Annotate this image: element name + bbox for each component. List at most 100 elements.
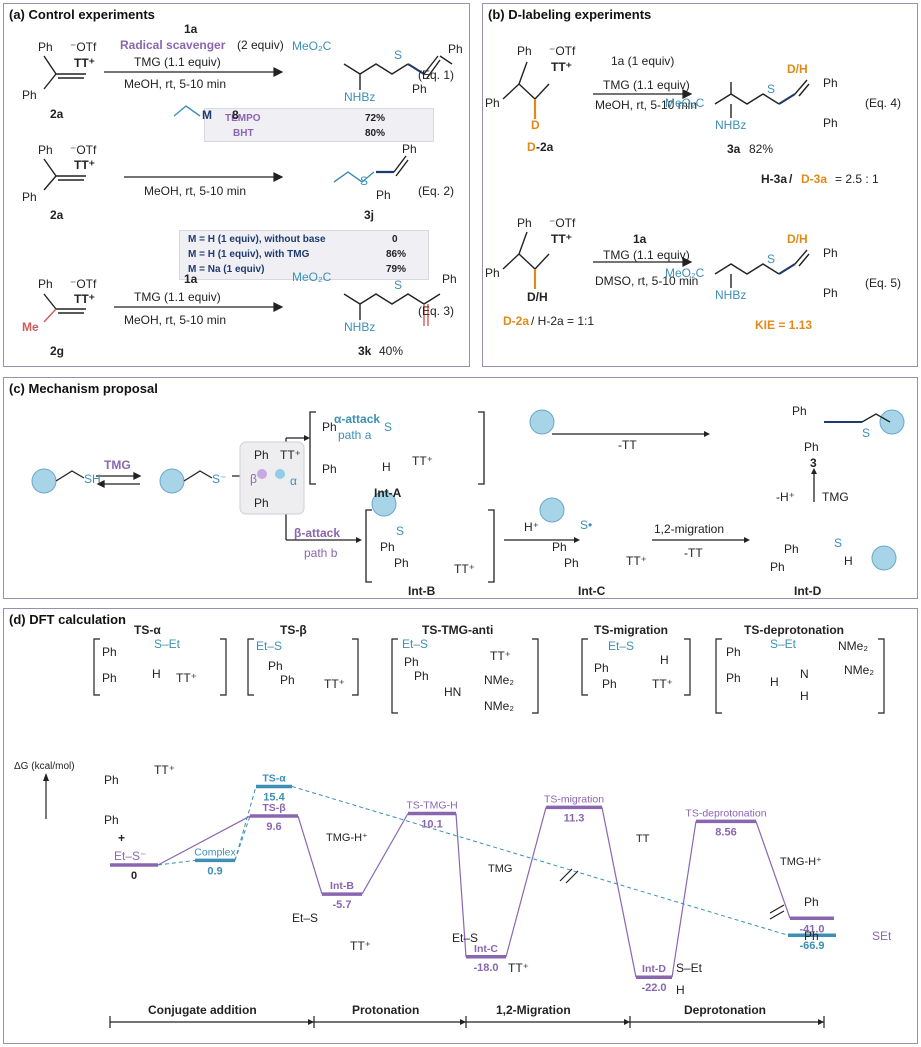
int-d-struct-set: S–Et	[676, 961, 703, 975]
ts-tmg-ets: Et–S	[402, 637, 429, 651]
mech-tmg-deprot: TMG	[822, 490, 849, 504]
int-d-struct-h: H	[676, 983, 685, 997]
int-b-struct-tt: TT⁺	[350, 939, 371, 953]
eq1-reagent-top: 1a	[184, 22, 198, 36]
panel-control-experiments: (a) Control experiments	[3, 3, 470, 367]
panel-c-graphics	[31, 409, 905, 583]
eq4-product-ph1: Ph	[823, 76, 838, 90]
prod3-ph1: Ph	[792, 404, 807, 418]
mech-beta-attack: β-attack	[294, 526, 341, 540]
int-a-ph2: Ph	[322, 462, 337, 476]
mech-minus-hplus: -H⁺	[776, 490, 795, 504]
energy-level-name: Int-D	[642, 963, 666, 975]
eq1-table-value: 72%	[365, 113, 386, 124]
energy-path-segment	[157, 815, 251, 866]
panel-b-structures	[502, 61, 810, 289]
energy-level-name: TS-α	[262, 772, 286, 784]
energy-alpha-connector	[157, 859, 196, 866]
ts-migration-label: TS-migration	[594, 623, 668, 637]
ts-beta-label: TS-β	[280, 623, 307, 637]
eq5-product-meo2c: MeO₂C	[665, 266, 705, 280]
mech-path-a: path a	[338, 428, 372, 442]
eq3-sm-tt: TT⁺	[74, 292, 95, 306]
eq1-cond1: TMG (1.1 equiv)	[134, 55, 221, 69]
stage-label: Deprotonation	[684, 1003, 766, 1017]
eq4-cond1: TMG (1.1 equiv)	[603, 78, 690, 92]
eq1-product-ph2: Ph	[412, 82, 427, 96]
eq4-product-s: S	[767, 82, 776, 96]
eq5-ratio-rest: / H-2a = 1:1	[531, 314, 595, 328]
energy-level-value: -18.0	[473, 962, 498, 974]
panel-a-title: (a) Control experiments	[9, 7, 155, 22]
int-c-s: S•	[580, 518, 593, 532]
ts-mig-ph2: Ph	[602, 677, 617, 691]
eq3-sm-otf: ⁻OTf	[70, 277, 97, 291]
eq1-scavenger-amount: (2 equiv)	[237, 38, 284, 52]
int-a-tt: TT⁺	[412, 454, 433, 468]
ts-deprotonation-label: TS-deprotonation	[744, 623, 844, 637]
eq5-product-ph2: Ph	[823, 286, 838, 300]
eq5-sm-otf: ⁻OTf	[549, 216, 576, 230]
int-a-s: S	[384, 420, 393, 434]
eq2-table-value: 86%	[386, 249, 407, 260]
eq4-ratio-h: H-3a	[761, 172, 788, 186]
eq5-cond1: TMG (1.1 equiv)	[603, 248, 690, 262]
product-set: SEt	[872, 929, 892, 943]
eq3-product-nhbz: NHBz	[344, 320, 376, 334]
energy-level-name: Int-C	[474, 943, 498, 955]
int-d-s: S	[834, 536, 843, 550]
eq4-sm-label-rest: -2a	[536, 140, 554, 154]
eq5-product-nhbz: NHBz	[715, 288, 747, 302]
ts-mig-tt: TT⁺	[652, 677, 673, 691]
ann-tmg: TMG	[488, 863, 513, 875]
ts-dep-nme2-b: NMe₂	[844, 663, 874, 677]
eq2-product-ph1: Ph	[402, 142, 417, 156]
energy-level-value: 15.4	[263, 791, 285, 803]
eq1-table-name: TEMPO	[225, 113, 261, 124]
ts-beta-ets: Et–S	[256, 639, 283, 653]
eq2-sm-tt: TT⁺	[74, 158, 95, 172]
int-c-struct-tt: TT⁺	[508, 961, 529, 975]
eq1-product-nhbz: NHBz	[344, 90, 376, 104]
ts-tmg-tt: TT⁺	[490, 649, 511, 663]
eq1-table: TEMPO 72% BHT 80%	[204, 108, 434, 142]
mech-alpha-attack: α-attack	[334, 412, 381, 426]
ts-dep-n: N	[800, 667, 809, 681]
eq4-sm-ph2: Ph	[485, 96, 500, 110]
eq5-ratio-d: D-2a	[503, 314, 530, 328]
panel-b-title: (b) D-labeling experiments	[488, 7, 652, 22]
prod3-s: S	[862, 426, 871, 440]
ann-tmgh2: TMG-H⁺	[780, 856, 822, 868]
eq4-ratio-d: D-3a	[801, 172, 828, 186]
energy-path-segment	[505, 807, 547, 957]
ts-tmg-nme2-a: NMe₂	[484, 673, 514, 687]
reactant-ph2: Ph	[104, 813, 119, 827]
mech-minus-tt-b: -TT	[684, 546, 703, 560]
eq3-product-label: 3k	[358, 344, 372, 358]
eq3-sm-ph: Ph	[38, 277, 53, 291]
eq5-sm-dh: D/H	[527, 290, 548, 304]
eq2-table: M = H (1 equiv), without base 0 M = H (1…	[179, 230, 429, 280]
eq3-yield: 40%	[379, 344, 404, 358]
eq2-table-name: M = H (1 equiv), without base	[188, 234, 326, 245]
ann-tmgh1: TMG-H⁺	[326, 832, 368, 844]
eq3-sm-label: 2g	[50, 344, 65, 358]
int-c-tt: TT⁺	[626, 554, 647, 568]
eq4-ratio-sep: /	[789, 172, 793, 186]
mech-thiol-sh: SH	[84, 472, 101, 486]
energy-level-name: TS-TMG-H	[406, 799, 457, 811]
energy-path-segment	[601, 807, 637, 978]
ann-tt: TT	[636, 833, 650, 845]
stage-label: Conjugate addition	[148, 1003, 257, 1017]
eq3-product-meo2c: MeO₂C	[292, 270, 332, 284]
mech-beta: β	[250, 472, 257, 486]
panel-d-title: (d) DFT calculation	[9, 612, 126, 627]
eq4-product-nhbz: NHBz	[715, 118, 747, 132]
ts-mig-ph1: Ph	[594, 661, 609, 675]
eq4-sm-tt: TT⁺	[551, 60, 572, 74]
eq3-eq-label: (Eq. 3)	[418, 304, 455, 318]
eq3-sm-me: Me	[22, 320, 39, 334]
ts-dep-h: H	[770, 675, 779, 689]
